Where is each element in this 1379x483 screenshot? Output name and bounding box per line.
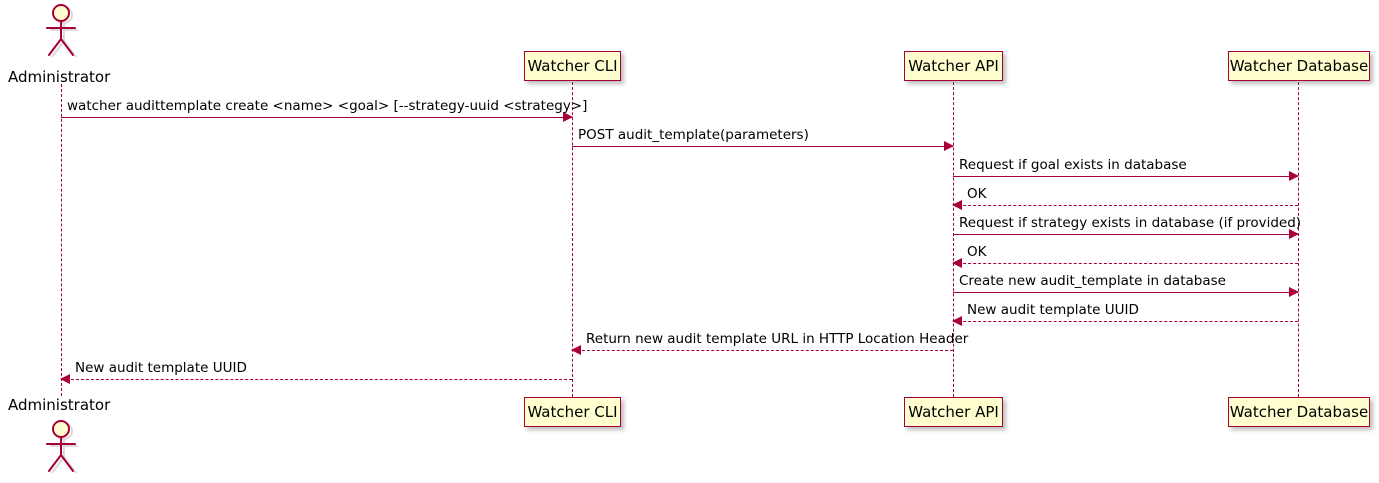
message-label: Request if strategy exists in database (… — [959, 214, 1302, 231]
message-label: OK — [967, 185, 987, 202]
participant-box-watcher-db-bottom[interactable]: Watcher Database — [1228, 397, 1370, 427]
participant-box-watcher-api-top[interactable]: Watcher API — [904, 51, 1003, 81]
message-label: Return new audit template URL in HTTP Lo… — [586, 330, 969, 347]
actor-administrator-top — [39, 3, 85, 59]
participant-box-watcher-api-bottom[interactable]: Watcher API — [904, 397, 1003, 427]
arrowhead-right-icon — [1289, 287, 1299, 297]
message-label: OK — [967, 243, 987, 260]
message-label: Create new audit_template in database — [959, 272, 1226, 289]
arrowhead-left-icon — [952, 316, 962, 326]
arrowhead-right-icon — [1289, 171, 1299, 181]
message-line — [953, 205, 1298, 206]
participant-label-administrator-bottom: Administrator — [8, 396, 111, 414]
participant-box-watcher-cli-top[interactable]: Watcher CLI — [524, 51, 621, 81]
message-line — [61, 379, 572, 380]
lifeline-watcher-cli — [572, 82, 573, 397]
lifeline-watcher-api — [953, 82, 954, 397]
message-line — [61, 117, 572, 118]
message-line — [953, 234, 1298, 235]
message-line — [572, 146, 953, 147]
message-label: New audit template UUID — [967, 301, 1139, 318]
message-line — [953, 176, 1298, 177]
lifeline-watcher-db — [1298, 82, 1299, 397]
message-line — [572, 350, 953, 351]
actor-administrator-bottom — [39, 419, 85, 475]
arrowhead-left-icon — [952, 200, 962, 210]
message-label: New audit template UUID — [75, 359, 247, 376]
message-line — [953, 321, 1298, 322]
arrowhead-left-icon — [952, 258, 962, 268]
message-line — [953, 292, 1298, 293]
participant-box-watcher-cli-bottom[interactable]: Watcher CLI — [524, 397, 621, 427]
arrowhead-right-icon — [944, 141, 954, 151]
message-label: Request if goal exists in database — [959, 156, 1187, 173]
arrowhead-left-icon — [571, 345, 581, 355]
lifeline-administrator — [61, 84, 62, 396]
participant-label-administrator-top: Administrator — [8, 68, 111, 86]
arrowhead-left-icon — [60, 374, 70, 384]
message-line — [953, 263, 1298, 264]
arrowhead-right-icon — [563, 112, 573, 122]
message-label: watcher audittemplate create <name> <goa… — [67, 97, 588, 114]
message-label: POST audit_template(parameters) — [578, 126, 809, 143]
participant-box-watcher-db-top[interactable]: Watcher Database — [1228, 51, 1370, 81]
arrowhead-right-icon — [1289, 229, 1299, 239]
